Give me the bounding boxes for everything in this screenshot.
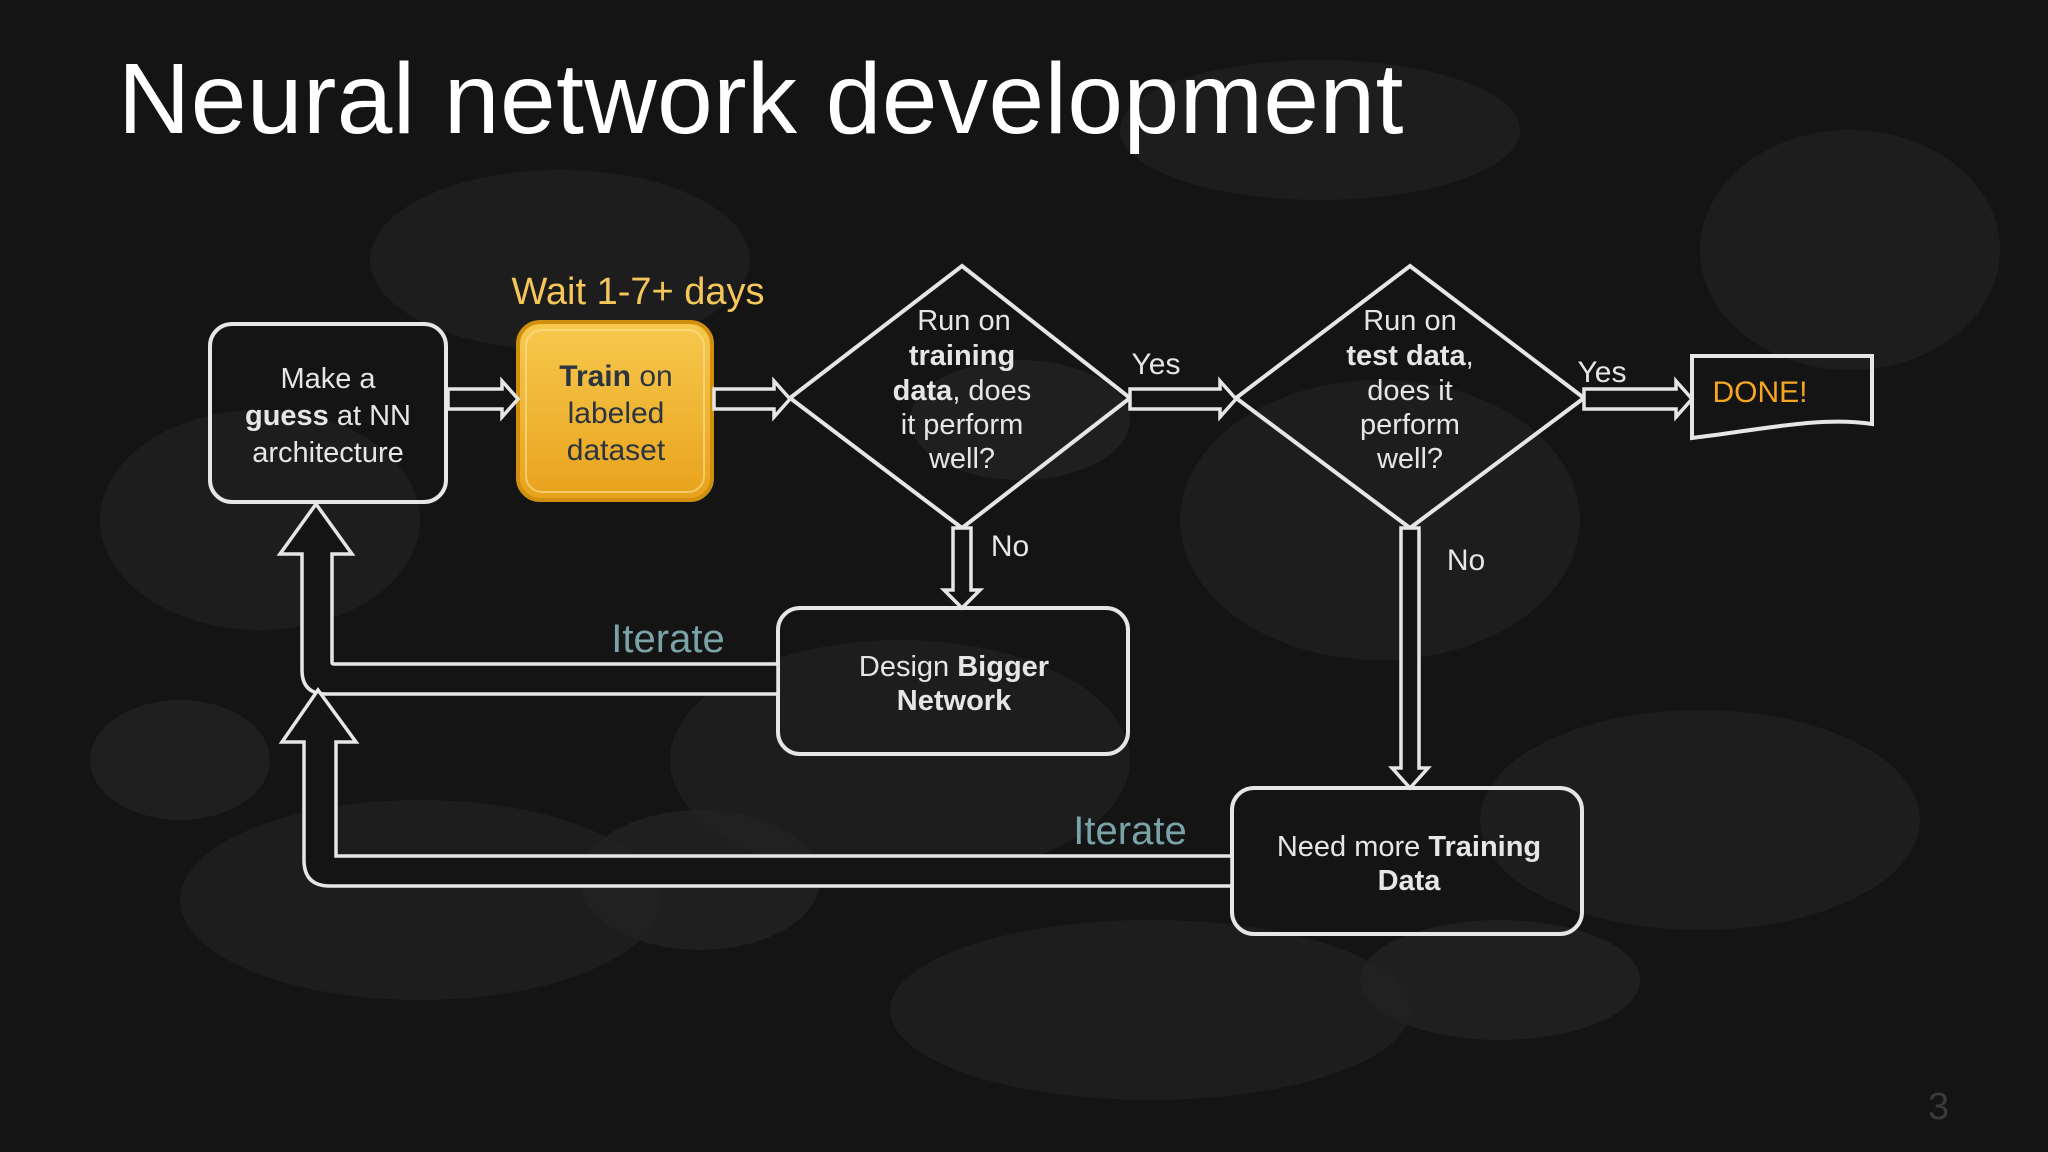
yes-label-training: Yes [1132, 348, 1181, 381]
svg-text:training: training [909, 340, 1015, 372]
arrow-guess-to-train [446, 376, 521, 422]
iterate-label-bigger: Iterate [611, 617, 724, 661]
arrow-iterate-bigger-network [276, 501, 780, 696]
svg-text:labeled: labeled [568, 397, 665, 430]
svg-text:Make a: Make a [280, 363, 376, 395]
svg-text:Data: Data [1378, 865, 1442, 897]
svg-text:DONE!: DONE! [1712, 376, 1807, 409]
no-label-test: No [1447, 544, 1485, 577]
arrow-train-to-training-decision [712, 376, 793, 422]
arrow-no-to-bigger [939, 526, 985, 611]
yes-label-test: Yes [1578, 356, 1627, 389]
done-box: DONE! [1690, 354, 1874, 441]
svg-text:dataset: dataset [567, 434, 666, 467]
design-bigger-network-box: Design Bigger Network [776, 606, 1130, 756]
guess-architecture-box: Make a guess at NN architecture [208, 322, 448, 504]
svg-text:Run on: Run on [917, 305, 1011, 337]
no-label-training: No [991, 530, 1029, 563]
svg-text:guess at NN: guess at NN [245, 400, 411, 432]
svg-text:Run on: Run on [1363, 305, 1457, 337]
svg-text:well?: well? [928, 443, 995, 475]
train-labeled-dataset-box: Train on labeled dataset [516, 320, 714, 502]
test-data-decision: Run on test data, does it perform well? [1232, 263, 1588, 531]
svg-text:test data,: test data, [1346, 340, 1473, 372]
svg-text:architecture: architecture [252, 437, 404, 469]
slide-title: Neural network development [118, 43, 1404, 155]
svg-text:Design Bigger: Design Bigger [859, 651, 1049, 683]
training-data-decision: Run on training data, does it perform we… [786, 263, 1134, 531]
svg-text:perform: perform [1360, 409, 1460, 441]
svg-text:it perform: it perform [901, 409, 1023, 441]
svg-text:Network: Network [897, 685, 1012, 717]
svg-text:well?: well? [1376, 443, 1443, 475]
arrow-yes-to-test-decision [1128, 376, 1239, 422]
need-more-data-box: Need more Training Data [1230, 786, 1584, 936]
arrow-no-to-more-data [1388, 526, 1432, 791]
wait-label: Wait 1-7+ days [511, 271, 764, 313]
svg-text:does it: does it [1367, 375, 1452, 407]
iterate-label-more-data: Iterate [1073, 809, 1186, 853]
svg-text:Train on: Train on [559, 360, 672, 393]
arrow-iterate-more-data [278, 686, 1234, 888]
page-number: 3 [1928, 1086, 1950, 1128]
svg-text:data, does: data, does [893, 375, 1032, 407]
arrow-yes-to-done [1582, 376, 1695, 422]
svg-text:Need more Training: Need more Training [1277, 831, 1541, 863]
